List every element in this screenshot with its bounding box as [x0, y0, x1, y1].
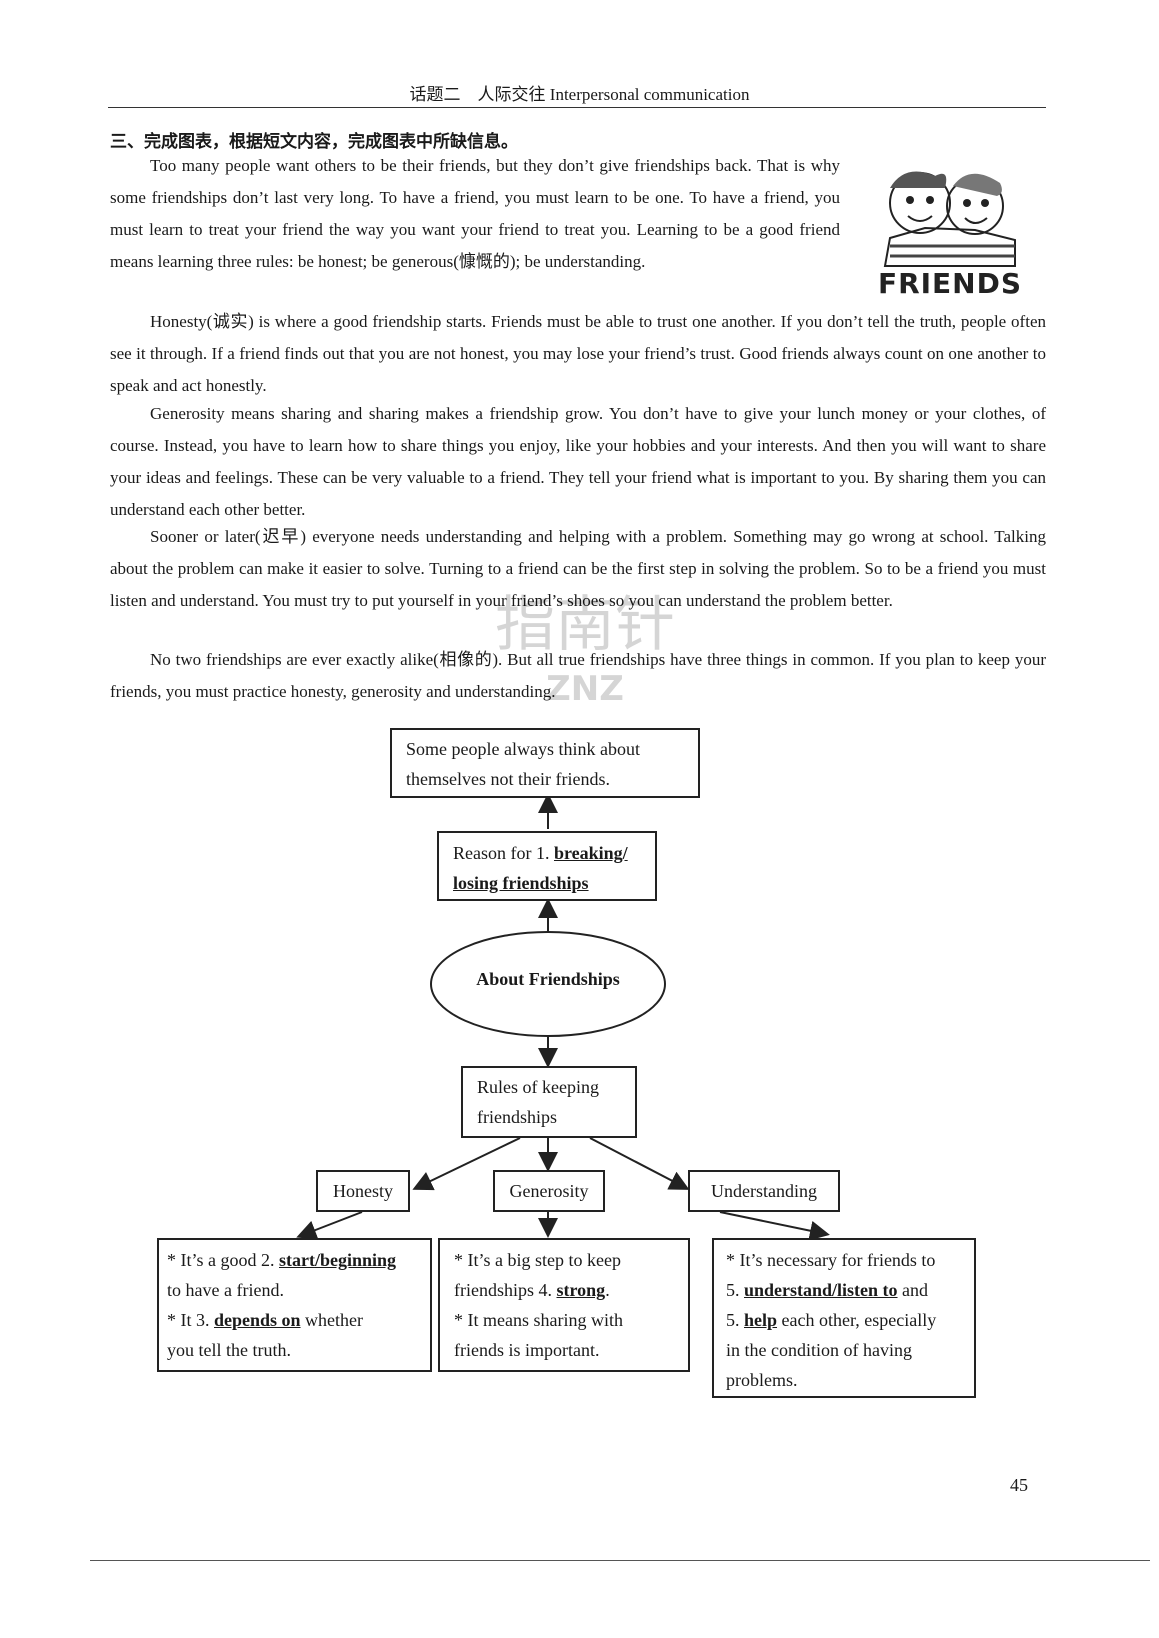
- friends-illustration: FRIENDS: [878, 171, 1022, 300]
- understanding-detail-box: * It’s necessary for friends to 5. under…: [712, 1238, 976, 1398]
- honesty-box: Honesty: [316, 1170, 410, 1212]
- honesty-line-1-prefix: * It’s a good 2.: [167, 1250, 275, 1270]
- honesty-label: Honesty: [333, 1181, 393, 1201]
- generosity-line-2-prefix: friendships 4.: [454, 1280, 552, 1300]
- generosity-line-1: * It’s a big step to keep: [454, 1250, 621, 1270]
- generosity-box: Generosity: [493, 1170, 605, 1212]
- understanding-line-2: 5. understand/listen to and: [726, 1275, 962, 1305]
- watermark-text: 指南针: [495, 590, 675, 660]
- honesty-line-3: * It 3. depends on whether: [167, 1305, 422, 1335]
- answer-3: depends on: [214, 1310, 301, 1330]
- generosity-label: Generosity: [509, 1181, 589, 1201]
- paragraph-2: Honesty(诚实) is where a good friendship s…: [110, 312, 1046, 395]
- watermark-logo: 指南针 ZNZ: [495, 590, 675, 709]
- friends-logo-text: FRIENDS: [878, 267, 1022, 300]
- paragraph-5: No two friendships are ever exactly alik…: [110, 650, 1046, 701]
- running-header: 话题二 人际交往 Interpersonal communication: [409, 85, 750, 104]
- generosity-detail-box: * It’s a big step to keep friendships 4.…: [438, 1238, 690, 1372]
- understanding-line-2-suffix: and: [902, 1280, 929, 1300]
- paragraph-3: Generosity means sharing and sharing mak…: [110, 404, 1046, 519]
- honesty-line-3-suffix: whether: [305, 1310, 364, 1330]
- top-box: Some people always think about themselve…: [390, 728, 700, 798]
- understanding-line-5: problems.: [726, 1370, 798, 1390]
- header-rule: [108, 107, 1046, 108]
- understanding-line-2-prefix: 5.: [726, 1280, 740, 1300]
- answer-5a: understand/listen to: [744, 1280, 898, 1300]
- top-box-text: Some people always think about themselve…: [406, 739, 640, 789]
- paragraph-4: Sooner or later(迟早) everyone needs under…: [110, 527, 1046, 610]
- section-instruction: 三、完成图表，根据短文内容，完成图表中所缺信息。: [110, 132, 518, 152]
- watermark-letters: ZNZ: [546, 669, 624, 709]
- reason-answer: breaking/ losing friendships: [453, 843, 628, 893]
- honesty-line-1: * It’s a good 2. start/beginning: [167, 1245, 422, 1275]
- generosity-line-2-suffix: .: [605, 1280, 610, 1300]
- reason-box: Reason for 1. breaking/ losing friendshi…: [437, 831, 657, 901]
- honesty-line-4: you tell the truth.: [167, 1340, 291, 1360]
- footer-rule: [90, 1560, 1150, 1561]
- rules-text: Rules of keeping friendships: [477, 1077, 599, 1127]
- paragraph-1: Too many people want others to be their …: [110, 156, 840, 271]
- answer-5b: help: [744, 1310, 778, 1330]
- reason-prefix: Reason for 1.: [453, 843, 550, 863]
- generosity-line-3: * It means sharing with: [454, 1310, 623, 1330]
- understanding-line-4: in the condition of having: [726, 1340, 912, 1360]
- understanding-line-1: * It’s necessary for friends to: [726, 1250, 936, 1270]
- understanding-box: Understanding: [688, 1170, 840, 1212]
- page-number: 45: [1010, 1475, 1028, 1495]
- understanding-line-3: 5. help each other, especially: [726, 1305, 962, 1335]
- center-label: About Friendships: [476, 969, 620, 989]
- generosity-line-4: friends is important.: [454, 1340, 600, 1360]
- answer-4: strong: [556, 1280, 606, 1300]
- answer-2: start/beginning: [279, 1250, 397, 1270]
- honesty-detail-box: * It’s a good 2. start/beginning to have…: [157, 1238, 432, 1372]
- understanding-line-3-prefix: 5.: [726, 1310, 740, 1330]
- generosity-line-2: friendships 4. strong.: [454, 1275, 674, 1305]
- understanding-line-3-suffix: each other, especially: [781, 1310, 937, 1330]
- rules-box: Rules of keeping friendships: [461, 1066, 637, 1138]
- honesty-line-2: to have a friend.: [167, 1280, 284, 1300]
- honesty-line-3-prefix: * It 3.: [167, 1310, 210, 1330]
- understanding-label: Understanding: [711, 1181, 817, 1201]
